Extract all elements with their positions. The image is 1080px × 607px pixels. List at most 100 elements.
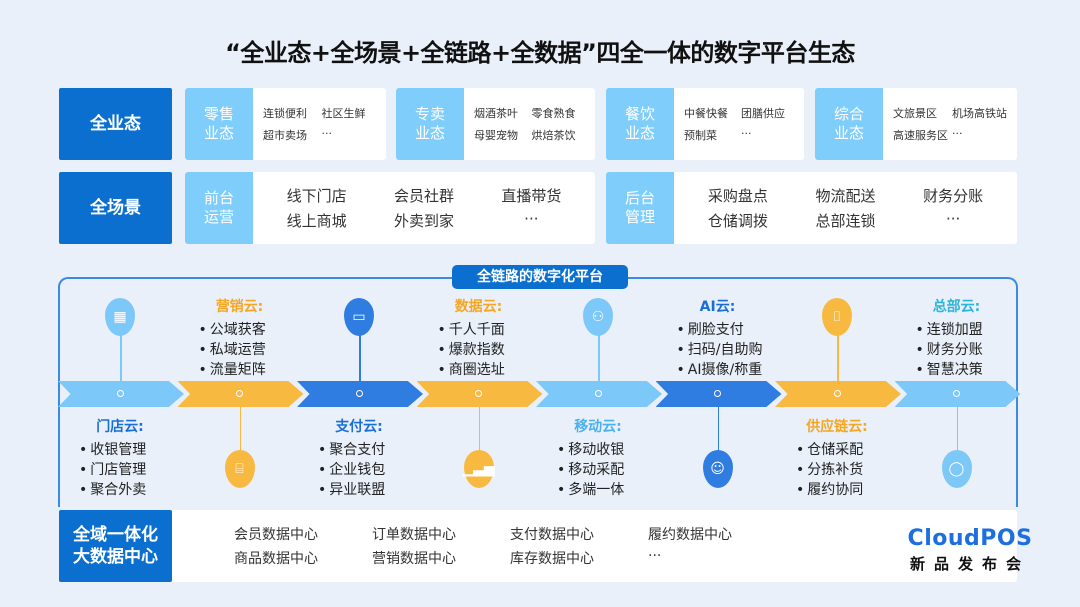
cloud-item: 异业联盟	[304, 480, 414, 500]
timeline-dot	[594, 390, 602, 397]
scene-item: 财务分账	[923, 187, 984, 205]
scene-card: 后台 管理采购盘点物流配送财务分账仓储调拨总部连锁···	[606, 172, 1017, 244]
cloud-title: 支付云:	[335, 419, 383, 435]
cloud-item: 智慧决策	[902, 360, 1012, 380]
format-card-label: 零售 业态	[185, 88, 253, 160]
cloud-item: 收银管理	[65, 440, 175, 460]
format-item: 烟酒茶叶	[474, 107, 518, 120]
scene-card: 前台 运营线下门店会员社群直播带货线上商城外卖到家···	[185, 172, 595, 244]
flowchart-icon: ⌸	[224, 450, 255, 488]
bulb-icon: ◯	[941, 450, 972, 488]
format-item: ···	[952, 127, 963, 140]
cloud-title: 供应链云:	[806, 419, 868, 435]
page-title: “全业态+全场景+全链路+全数据”四全一体的数字平台生态	[225, 39, 855, 67]
format-card: 综合 业态文旅景区 机场高铁站高速服务区 ···	[815, 88, 1017, 160]
scene-item: 物流配送	[815, 187, 876, 205]
cloud-title: 门店云:	[96, 419, 144, 435]
datacenter-card: 会员数据中心订单数据中心支付数据中心履约数据中心商品数据中心营销数据中心库存数据…	[172, 510, 1017, 582]
format-card-label: 综合 业态	[815, 88, 883, 160]
datacenter-item: 营销数据中心	[372, 551, 456, 567]
cloud-item: 连锁加盟	[902, 320, 1012, 340]
pin-stem	[717, 406, 719, 456]
cloud-item: 聚合支付	[304, 440, 414, 460]
cloud-item: 爆款指数	[424, 340, 534, 360]
scene-item: 采购盘点	[707, 187, 768, 205]
format-item: 超市卖场	[263, 129, 307, 142]
cloud-block: 数据云:千人千面爆款指数商圈选址	[424, 296, 534, 380]
timeline-dot	[833, 390, 841, 397]
logo-subtitle: 新品发布会	[909, 555, 1030, 573]
format-item: 中餐快餐	[684, 107, 728, 120]
format-card-items: 连锁便利社区生鲜超市卖场···	[253, 88, 386, 160]
cloud-title: AI云:	[699, 299, 736, 315]
datacenter-item: 库存数据中心	[510, 551, 594, 567]
format-card-label: 餐饮 业态	[606, 88, 674, 160]
format-item: 连锁便利	[263, 107, 307, 120]
cloud-item: 分拣补货	[782, 460, 892, 480]
cloud-item: 仓储采配	[782, 440, 892, 460]
pin-stem	[478, 406, 480, 456]
scene-item: 仓储调拨	[707, 212, 768, 230]
card-icon: ▭	[344, 298, 374, 336]
datacenter-item: 会员数据中心	[234, 527, 318, 543]
format-item: 团膳供应	[741, 107, 785, 120]
store-icon: ▦	[105, 298, 135, 336]
cloud-title: 营销云:	[215, 299, 264, 315]
scene-item: 线下门店	[286, 187, 347, 205]
cloud-item: 商圈选址	[424, 360, 534, 380]
platform-title: 全链路的数字化平台	[452, 265, 628, 289]
pin-stem	[120, 330, 122, 381]
cloud-item: 公域获客	[185, 320, 295, 340]
cloud-title: 数据云:	[454, 299, 503, 315]
datacenter-item: 商品数据中心	[234, 551, 318, 567]
cloud-item: 多端一体	[543, 480, 653, 500]
cloud-block: 总部云:连锁加盟财务分账智慧决策	[902, 296, 1012, 380]
timeline-dot	[116, 390, 124, 397]
format-card: 餐饮 业态中餐快餐团膳供应预制菜 ···	[606, 88, 804, 160]
people-network-icon: ⚇	[583, 298, 613, 336]
scene-item: ···	[524, 210, 539, 228]
timeline-dot	[236, 390, 243, 397]
format-item: 零食熟食	[531, 107, 576, 120]
pin-stem	[359, 330, 361, 381]
cloud-item: 扫码/自助购	[663, 340, 773, 360]
row-label-all-formats: 全业态	[59, 88, 172, 160]
cloud-block: 移动云:移动收银移动采配多端一体	[543, 416, 653, 500]
scene-card-items: 采购盘点物流配送财务分账仓储调拨总部连锁···	[674, 172, 1017, 244]
format-item: 高速服务区	[893, 129, 948, 142]
format-item: 文旅景区	[893, 107, 937, 120]
format-item: ···	[741, 127, 752, 140]
chart-icon: ▁▃▅	[462, 450, 495, 488]
cloud-item: 门店管理	[65, 460, 175, 480]
cloud-block: 支付云: 聚合支付企业钱包异业联盟	[304, 416, 414, 500]
format-card-items: 烟酒茶叶零食熟食母婴宠物烘焙茶饮	[464, 88, 595, 160]
cloud-block: 供应链云: 仓储采配分拣补货履约协同	[782, 416, 892, 500]
pin-stem	[837, 330, 839, 381]
timeline-dot	[953, 390, 960, 397]
cloud-item: 企业钱包	[304, 460, 414, 480]
cloud-item: 流量矩阵	[185, 360, 295, 380]
scene-item: 外卖到家	[393, 212, 454, 230]
cloud-item: AI摄像/称重	[663, 360, 773, 380]
format-item: 机场高铁站	[952, 107, 1007, 120]
cloud-item: 财务分账	[902, 340, 1012, 360]
datacenter-item: 订单数据中心	[372, 527, 456, 543]
timeline-dot	[714, 390, 721, 397]
cloudpos-logo: CloudPOS 新品发布会	[905, 526, 1035, 574]
format-card-label: 专卖 业态	[396, 88, 464, 160]
timeline-dot	[475, 390, 482, 397]
scene-card-items: 线下门店会员社群直播带货线上商城外卖到家···	[253, 172, 595, 244]
scan-icon: ⌷	[822, 298, 852, 336]
format-item: 烘焙茶饮	[531, 129, 576, 142]
cloud-title: 移动云:	[574, 419, 622, 435]
format-item: 预制菜	[684, 129, 717, 142]
scene-item: 直播带货	[501, 187, 562, 205]
datacenter-item: 支付数据中心	[510, 527, 594, 543]
pin-stem	[598, 330, 600, 381]
scene-card-label: 后台 管理	[606, 172, 674, 244]
cloud-block: 营销云:公域获客私域运营流量矩阵	[185, 296, 295, 380]
cloud-item: 履约协同	[782, 480, 892, 500]
scene-item: 线上商城	[286, 212, 347, 230]
cloud-item: 移动采配	[543, 460, 653, 480]
format-item: 母婴宠物	[474, 129, 518, 142]
